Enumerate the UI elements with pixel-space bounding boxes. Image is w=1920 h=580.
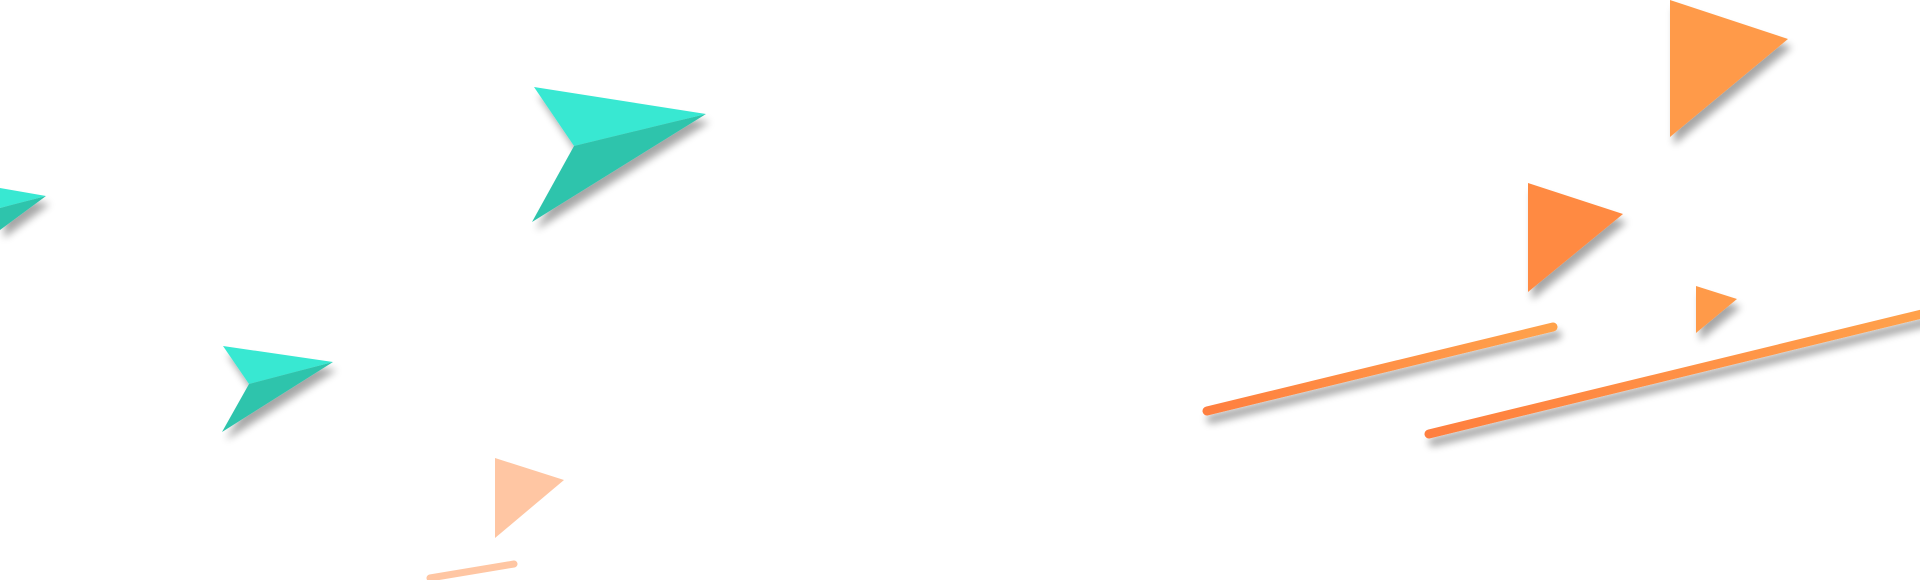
triangle-icon xyxy=(1696,286,1737,333)
line-streak xyxy=(1424,309,1920,439)
paper-plane-icon xyxy=(532,87,706,222)
paper-plane-icon xyxy=(0,188,46,230)
triangle-icon xyxy=(495,458,564,538)
line-streak xyxy=(1202,322,1558,416)
paper-plane-icon xyxy=(222,346,333,432)
triangle-icon xyxy=(1528,183,1623,292)
triangle-icon xyxy=(1670,0,1788,137)
line-streak xyxy=(426,560,518,580)
